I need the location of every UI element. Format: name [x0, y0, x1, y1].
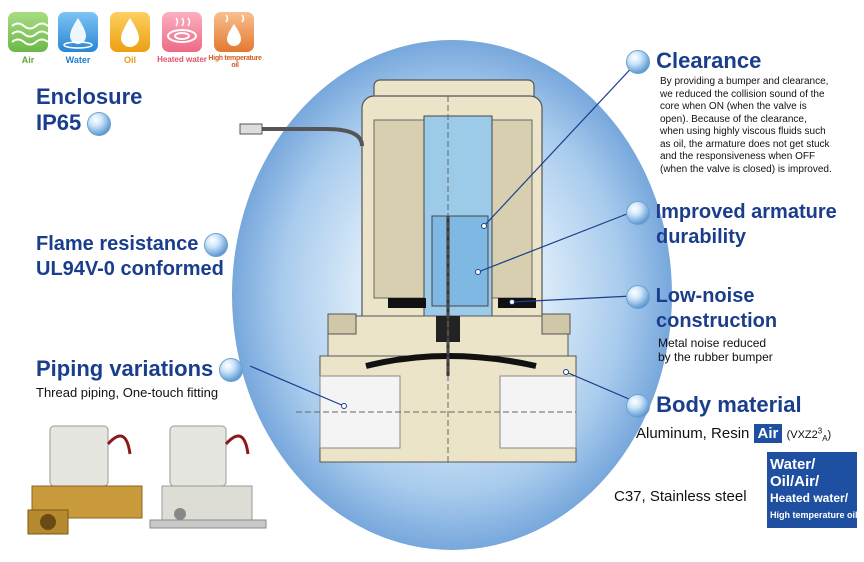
fluid-icons-row: Air Water Oil Heated water High temperat…	[0, 0, 280, 70]
high-temp-oil-icon	[214, 12, 254, 52]
fluid-heated-water: Heated water	[157, 12, 207, 64]
clearance-line: By providing a bumper and clearance,	[660, 76, 829, 87]
body-title: Body material	[656, 392, 802, 417]
clearance-line: as oil, the armature does not get stuck	[660, 138, 830, 150]
body-row2-text: C37, Stainless steel	[614, 488, 747, 505]
fluid-high-temp-oil: High temperature oil	[208, 12, 264, 69]
body-row1-text: Aluminum, Resin	[636, 425, 750, 442]
clearance-line: and the responsiveness when OFF	[660, 151, 816, 162]
fluid-label-heated-water: Heated water	[157, 55, 207, 64]
enclosure-heading: Enclosure IP65	[36, 84, 143, 137]
clearance-line: open). Because of the clearance,	[660, 113, 807, 125]
body-row-1: Aluminum, Resin Air (VXZ23A)	[636, 424, 831, 443]
clearance-description: By providing a bumper and clearance, we …	[660, 76, 860, 176]
noise-description: Metal noise reduced by the rubber bumper	[658, 336, 773, 364]
resin-valve-image	[149, 425, 267, 529]
flame-title: Flame resistance	[36, 233, 199, 255]
clearance-heading: Clearance	[626, 48, 762, 75]
air-tag: Air	[753, 424, 783, 443]
noise-desc-line: by the rubber bumper	[658, 350, 773, 364]
bubble-icon	[626, 200, 650, 225]
armature-title: Improved armature	[655, 201, 837, 223]
bubble-icon	[626, 50, 650, 75]
fluid-label-water: Water	[65, 55, 91, 65]
fluid-water: Water	[58, 12, 103, 65]
flame-heading: Flame resistance UL94V-0 conformed	[36, 232, 228, 282]
fluid-oil: Oil	[110, 12, 155, 65]
enclosure-rating: IP65	[36, 110, 82, 135]
enclosure-title: Enclosure	[36, 84, 143, 109]
clearance-line: (when the valve is closed) is improved.	[660, 163, 832, 175]
piping-heading: Piping variations	[36, 356, 244, 383]
bubble-icon	[626, 284, 650, 309]
bubble-icon	[87, 112, 112, 137]
oil-drop-icon	[110, 12, 150, 52]
fluid-air: Air	[8, 12, 53, 65]
noise-desc-line: Metal noise reduced	[658, 336, 767, 350]
bubble-icon	[219, 358, 244, 383]
valve-cross-section	[239, 79, 577, 463]
product-photos	[27, 425, 267, 535]
tag-line: Heated water/	[770, 491, 849, 505]
tag-line: Oil/Air/	[770, 473, 820, 490]
flame-standard: UL94V-0 conformed	[36, 258, 224, 280]
fluid-label-oil: Oil	[123, 55, 136, 65]
fluids-tag: Water/ Oil/Air/ Heated water/ High tempe…	[767, 452, 858, 528]
clearance-title: Clearance	[656, 48, 762, 73]
tag-line: High temperature oil	[770, 510, 858, 520]
piping-title: Piping variations	[36, 356, 214, 381]
clearance-line: we reduced the collision sound of the	[660, 88, 825, 100]
clearance-line: core when ON (when the valve is	[660, 101, 807, 112]
noise-title-2: construction	[656, 310, 778, 332]
tag-line: Water/	[770, 456, 816, 473]
bubble-icon	[203, 232, 228, 257]
heated-water-icon	[162, 12, 202, 52]
air-wave-icon	[8, 12, 49, 52]
fluid-label-high-temp-oil: High temperature oil	[208, 55, 262, 69]
noise-heading: Low-noise construction	[626, 284, 777, 334]
water-drop-icon	[58, 12, 98, 52]
armature-heading: Improved armature durability	[626, 200, 837, 250]
piping-subtitle: Thread piping, One-touch fitting	[36, 385, 219, 400]
body-heading: Body material	[626, 392, 802, 419]
armature-title-2: durability	[656, 226, 747, 248]
bubble-icon	[626, 394, 650, 419]
clearance-line: when using highly viscous fluids such	[660, 126, 826, 137]
noise-title: Low-noise	[655, 285, 755, 307]
fluid-label-air: Air	[21, 55, 35, 65]
brass-valve-image	[27, 425, 143, 535]
model-code: (VXZ23A)	[786, 426, 832, 444]
